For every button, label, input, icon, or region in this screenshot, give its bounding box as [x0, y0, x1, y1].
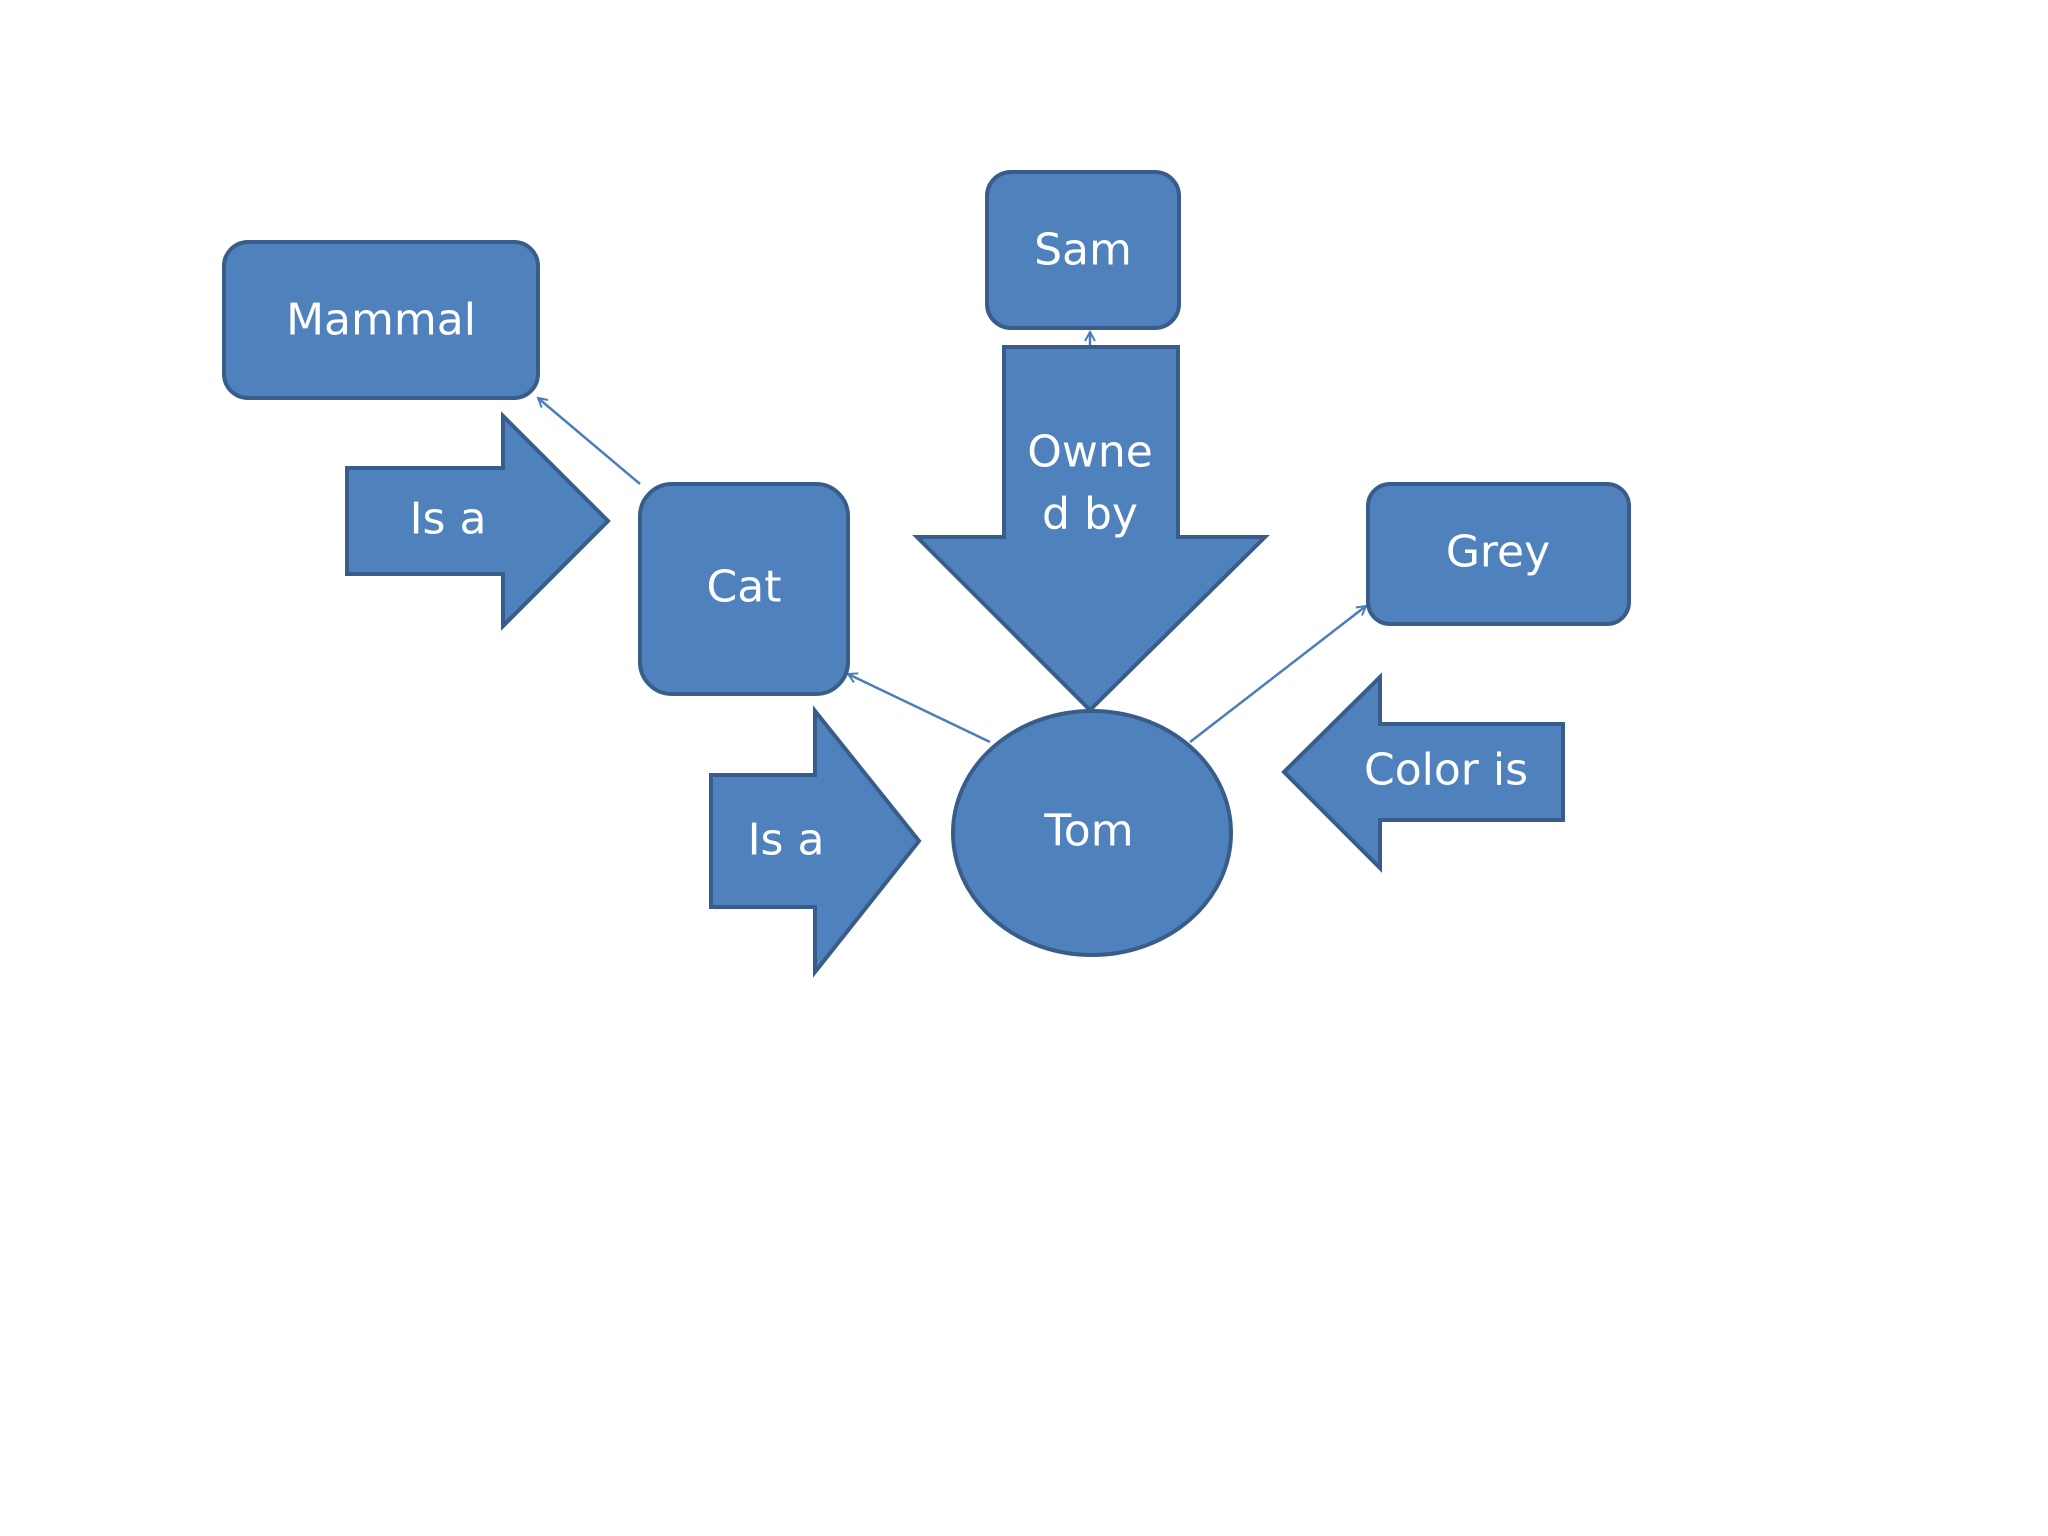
node-tom-label: Tom: [1043, 806, 1133, 857]
node-mammal[interactable]: Mammal: [222, 240, 540, 400]
arrow-color-is[interactable]: Color is: [1281, 672, 1565, 873]
arrow-owned-by-label-line2: d by: [1042, 489, 1138, 540]
node-grey[interactable]: Grey: [1366, 482, 1631, 626]
node-sam[interactable]: Sam: [985, 170, 1181, 330]
connector-cat-to-mammal: [538, 398, 641, 485]
node-mammal-label: Mammal: [286, 295, 476, 346]
node-grey-label: Grey: [1446, 527, 1550, 578]
arrow-owned-by[interactable]: Owne d by: [912, 345, 1270, 713]
arrow-cat-is-a-mammal[interactable]: Is a: [345, 411, 611, 631]
node-sam-label: Sam: [1034, 225, 1132, 276]
connector-tom-to-cat: [848, 674, 991, 744]
arrow-tom-is-a-cat-label: Is a: [748, 815, 825, 866]
connector-tom-to-grey: [1189, 606, 1366, 743]
node-cat[interactable]: Cat: [638, 482, 850, 696]
arrow-color-is-label: Color is: [1364, 745, 1528, 796]
arrow-tom-is-a-cat[interactable]: Is a: [709, 705, 922, 978]
node-cat-label: Cat: [707, 562, 782, 613]
node-tom[interactable]: Tom: [951, 709, 1233, 957]
arrow-owned-by-label-line1: Owne: [1027, 427, 1153, 478]
arrow-cat-is-a-mammal-label: Is a: [410, 494, 487, 545]
